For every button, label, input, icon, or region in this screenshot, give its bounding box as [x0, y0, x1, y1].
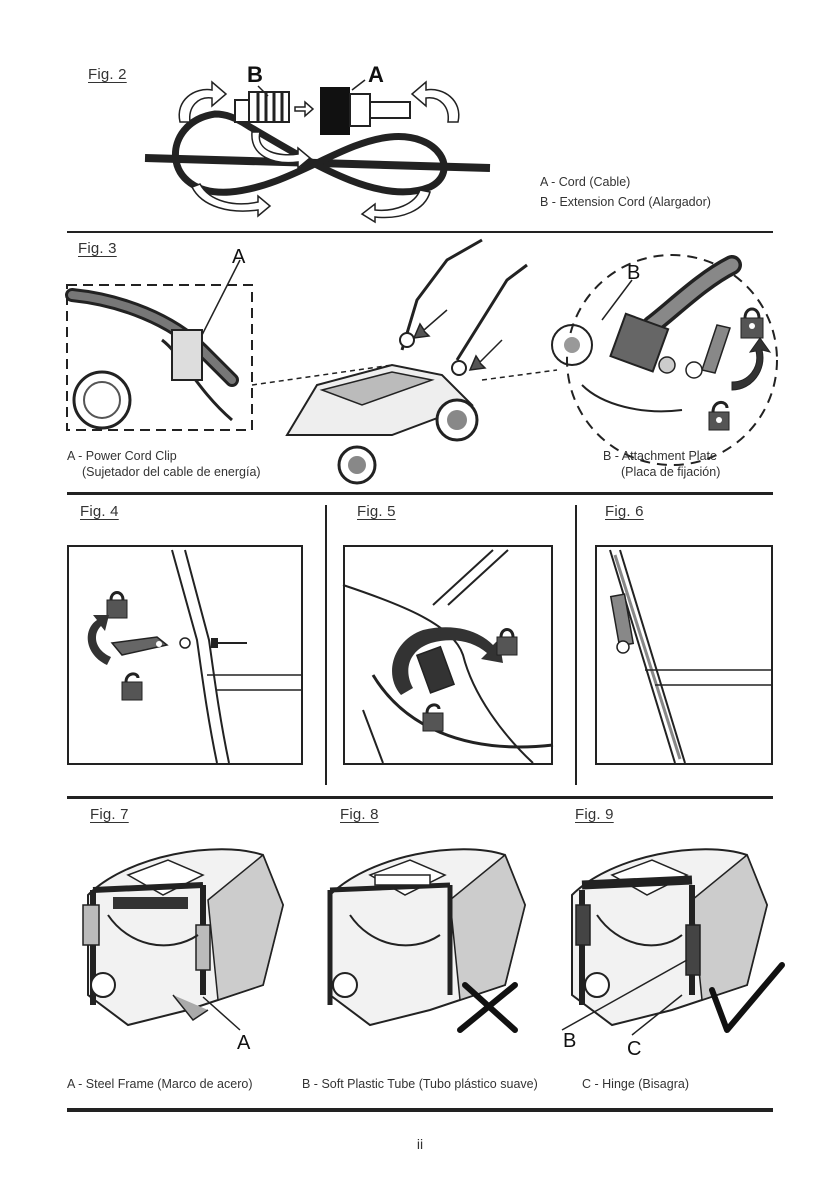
fig8-illustration	[327, 848, 527, 1033]
lock-open-icon	[708, 401, 730, 431]
fig5-label: Fig. 5	[357, 503, 396, 520]
fig6-label: Fig. 6	[605, 503, 644, 520]
page-number: ii	[416, 1136, 424, 1152]
fig2-caption-a: A - Cord (Cable)	[540, 175, 631, 189]
fig2-letter-b: B	[247, 62, 263, 87]
divider-vertical-1	[325, 505, 327, 785]
divider-4	[67, 1108, 773, 1112]
lock-closed-icon	[106, 591, 128, 619]
fig3-caption-b-line2: (Placa de fijación)	[621, 465, 721, 479]
lock-closed-icon	[740, 307, 764, 339]
fig3-caption-b-line1: B - Attachment Plate	[603, 449, 717, 463]
divider-3	[67, 796, 773, 799]
check-mark-icon	[709, 962, 785, 1033]
fig9-letter-b: B	[563, 1030, 577, 1052]
lock-open-icon	[422, 703, 444, 732]
fig9-caption: C - Hinge (Bisagra)	[582, 1077, 689, 1091]
fig9-label: Fig. 9	[575, 806, 614, 823]
arrow-rotate-icon	[731, 337, 772, 391]
fig2-label: Fig. 2	[88, 66, 127, 83]
fig2-letter-a: A	[368, 62, 384, 87]
arrow-rotate-icon	[392, 627, 503, 695]
fig8-label: Fig. 8	[340, 806, 379, 823]
fig7-label: Fig. 7	[90, 806, 129, 823]
fig3-illustration	[65, 238, 778, 485]
fig5-illustration	[342, 545, 554, 765]
fig7-caption: A - Steel Frame (Marco de acero)	[67, 1077, 253, 1091]
fig3-caption-a-line1: A - Power Cord Clip	[67, 449, 177, 463]
fig9-letter-c: C	[627, 1038, 642, 1060]
cross-mark-icon	[457, 982, 518, 1033]
arrow-rotate-icon	[87, 615, 111, 665]
lock-closed-icon	[496, 628, 518, 656]
fig7-illustration	[82, 848, 285, 1031]
fig3-label: Fig. 3	[78, 240, 117, 257]
fig6-illustration	[595, 545, 773, 765]
divider-1	[67, 231, 773, 233]
fig3-letter-b: B	[627, 262, 641, 284]
fig3-caption-a-line2: (Sujetador del cable de energía)	[82, 465, 261, 479]
fig8-caption: B - Soft Plastic Tube (Tubo plástico sua…	[302, 1077, 538, 1091]
lock-open-icon	[121, 672, 143, 701]
fig7-letter-a: A	[237, 1032, 251, 1054]
fig3-letter-a: A	[232, 246, 246, 268]
fig4-label: Fig. 4	[80, 503, 119, 520]
fig2-caption-b: B - Extension Cord (Alargador)	[540, 195, 711, 209]
fig4-illustration	[67, 545, 303, 765]
fig9-illustration	[561, 848, 785, 1036]
divider-vertical-2	[575, 505, 577, 785]
fig2-illustration	[144, 79, 491, 224]
divider-2	[67, 492, 773, 495]
